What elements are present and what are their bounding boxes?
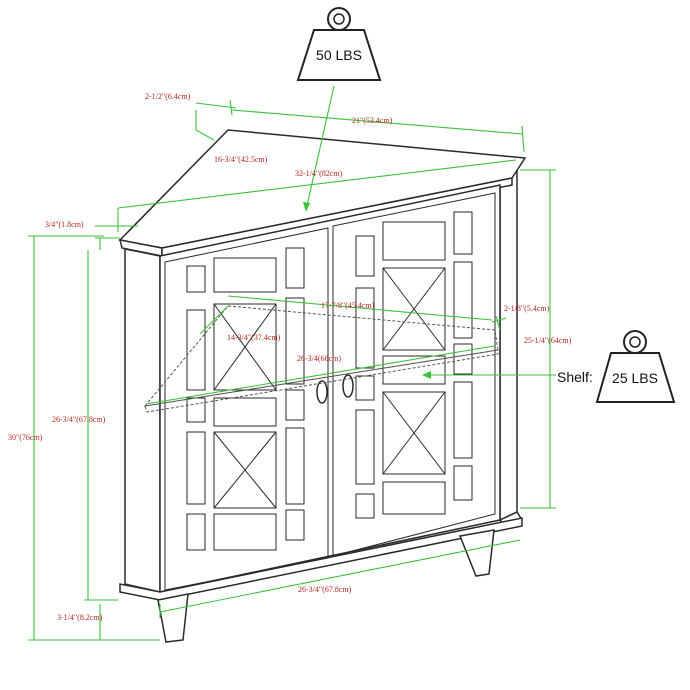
dim-door-height: 26-3/4"(67.8cm)	[52, 415, 106, 424]
cabinet-drawing	[118, 129, 527, 643]
top-weight-icon	[296, 7, 382, 81]
shelf-weight-label: 25 LBS	[612, 370, 658, 386]
top-weight-label: 50 LBS	[316, 47, 362, 63]
dim-top-diagonal: 32-1/4"(82cm)	[295, 169, 343, 178]
dim-shelf-diagonal: 26-3/4(68cm)	[297, 354, 341, 363]
dim-shelf-width: 17-7/8"(45.4cm)	[321, 301, 375, 310]
right-door-knob	[342, 374, 354, 398]
dim-top-width: 21"(53.4cm)	[352, 116, 393, 125]
dim-front-width: 26-3/4"(67.8cm)	[298, 585, 352, 594]
shelf-weight-icon	[595, 330, 676, 403]
dim-shelf-depth: 14-3/4"(37.4cm)	[227, 333, 281, 342]
left-door-knob	[316, 380, 328, 404]
dimension-lines	[28, 85, 556, 641]
dim-total-height: 30"(76cm)	[8, 433, 43, 442]
dim-top-side-depth: 16-3/4"(42.5cm)	[214, 155, 268, 164]
dim-shelf-edge: 2-1/8"(5.4cm)	[504, 304, 550, 313]
dim-top-depth-small: 2-1/2"(6.4cm)	[145, 92, 191, 101]
shelf-label: Shelf:	[557, 369, 593, 385]
dim-side-height: 25-1/4"(64cm)	[524, 336, 572, 345]
dim-top-thickness: 3/4"(1.8cm)	[45, 220, 84, 229]
dim-leg-height: 3-1/4"(8.2cm)	[57, 613, 103, 622]
